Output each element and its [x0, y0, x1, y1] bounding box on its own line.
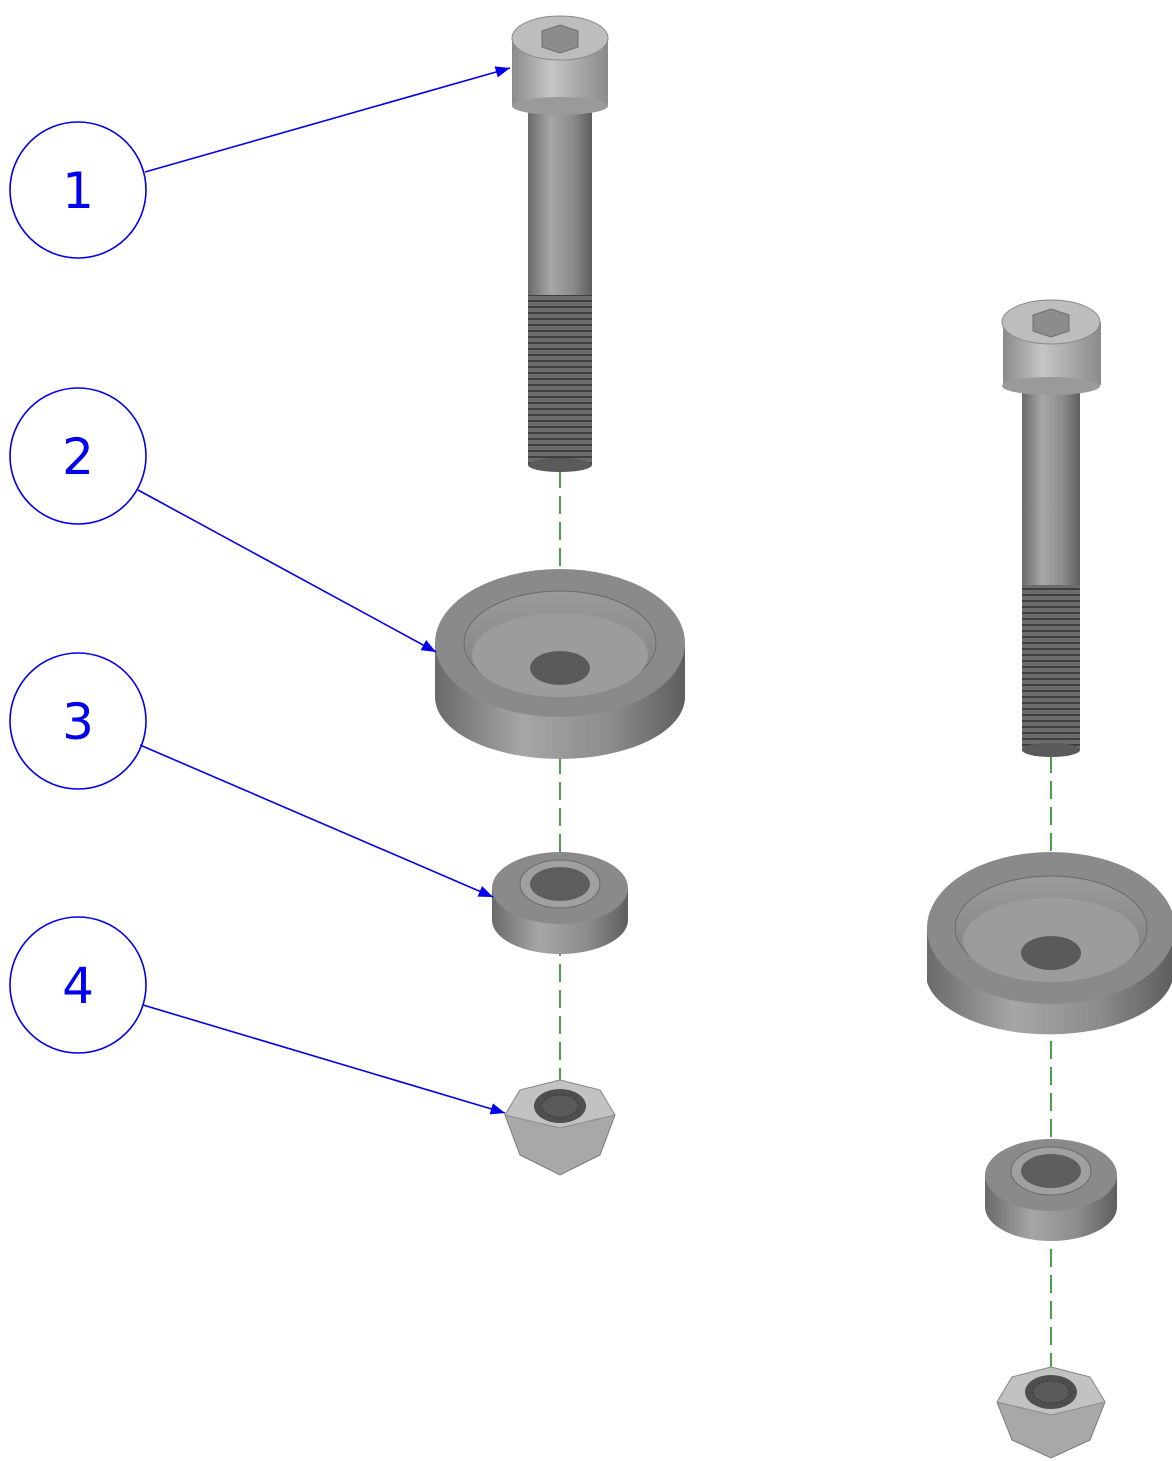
leader-4: [142, 1004, 506, 1115]
hex-nut: [504, 1079, 616, 1176]
balloon-3: 3: [9, 652, 494, 898]
balloon-2-label: 2: [62, 428, 94, 486]
left-assembly: [435, 15, 685, 1176]
balloon-3-label: 3: [62, 693, 94, 751]
balloon-2: 2: [9, 387, 437, 653]
leader-2: [137, 489, 437, 653]
leader-3: [139, 744, 494, 898]
hex-socket-icon: [1032, 308, 1070, 338]
right-assembly: [927, 299, 1172, 1459]
balloon-4: 4: [9, 916, 506, 1115]
bushing: [492, 852, 628, 954]
large-washer: [435, 569, 685, 759]
cap-screw: [511, 15, 609, 472]
hex-nut-right: [996, 1366, 1106, 1459]
balloon-1: 1: [9, 66, 511, 259]
leader-1: [144, 66, 511, 173]
large-washer-right: [927, 852, 1172, 1035]
hex-socket-icon: [541, 24, 579, 54]
cap-screw-right: [1001, 299, 1101, 757]
balloon-1-label: 1: [62, 162, 94, 220]
balloon-4-label: 4: [62, 957, 94, 1015]
bushing-right: [985, 1139, 1117, 1241]
